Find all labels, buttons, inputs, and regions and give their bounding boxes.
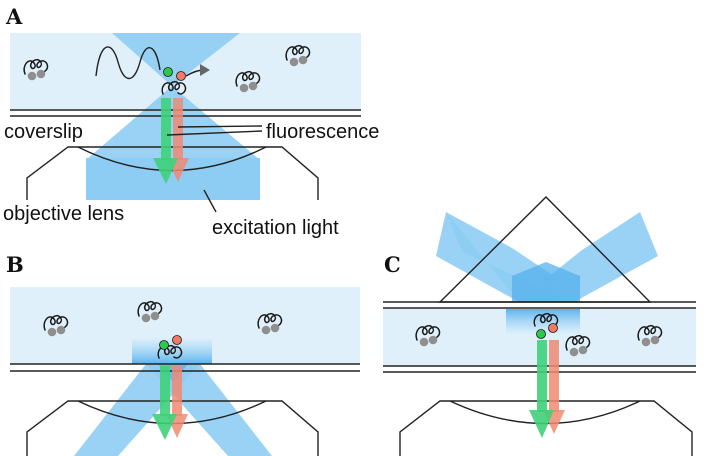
red-emission-arrow-shaft [173,98,183,160]
red-fluorophore [176,71,186,81]
fluorescence-label: fluorescence [266,121,379,143]
excitation-wave [95,46,161,80]
green-fluorophore [163,67,173,77]
panel-label-b: B [6,252,24,277]
excitation-leader [203,189,217,213]
green-emission-arrow-shaft [537,340,547,412]
coverslip-label: coverslip [4,121,83,143]
panel-label-c: C [384,252,401,277]
green-emission-arrow-head [153,158,178,184]
objective-lens-label: objective lens [3,203,124,225]
red-fluorophore [172,335,182,345]
green-emission-arrow-shaft [161,98,171,160]
green-fluorophore [159,340,169,350]
panel-c: C [383,196,696,456]
red-emission-arrow-shaft [549,340,559,412]
panel-label-a: A [5,4,23,29]
green-fluorophore [536,329,546,339]
evanescent-field [132,337,212,364]
red-emission-arrow-shaft [172,366,182,416]
emission-arrowhead [200,64,210,76]
fluorescence-leader-red [177,125,263,128]
green-emission-arrow-head [529,410,554,438]
panel-a: A coverslip fluorescence obj [3,4,379,239]
excitation-cone-upper [112,33,240,86]
green-emission-arrow-head [152,414,177,440]
panel-b: B [6,252,360,456]
beam-overlap [512,262,580,302]
fluorescence-leader-green [166,130,263,136]
red-fluorophore [548,323,558,333]
green-emission-arrow-shaft [160,366,170,416]
excitation-light-label: excitation light [212,217,339,239]
